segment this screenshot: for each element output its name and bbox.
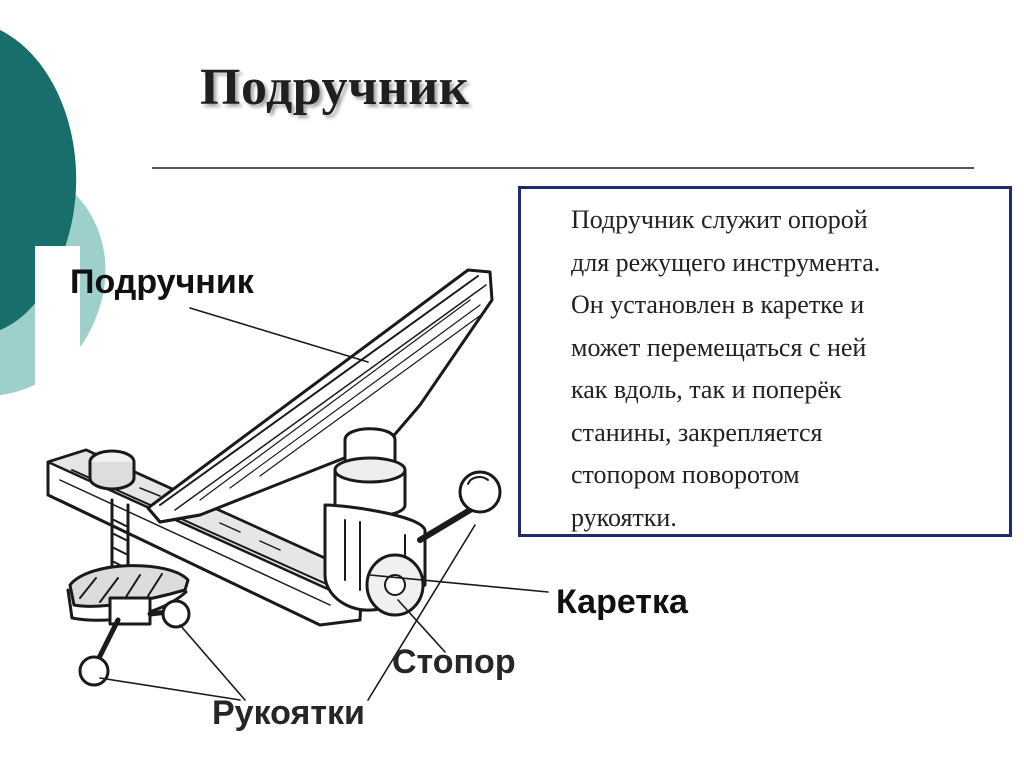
leader-lines (99, 307, 549, 701)
description-line: как вдоль, так и поперёк (571, 375, 842, 404)
description-text: Подручник служит опорой для режущего инс… (571, 199, 1001, 539)
description-line: станины, закрепляется (571, 417, 823, 447)
leader-karetka (369, 574, 549, 593)
description-line: Он установлен в каретке и (571, 290, 865, 319)
label-stopper: Стопор (392, 643, 516, 681)
leader-rukoyatki-2 (179, 624, 246, 701)
description-box: Подручник служит опорой для режущего инс… (518, 186, 1012, 537)
description-line: для режущего инструмента. (571, 247, 881, 277)
label-handles: Рукоятки (212, 694, 365, 732)
leader-stopor (397, 599, 446, 653)
tool-rest-blade (146, 268, 494, 524)
description-line: рукоятки. (571, 502, 677, 532)
bottom-clamp (66, 498, 190, 626)
carriage-body (323, 427, 427, 617)
description-line: Подручник служит опорой (571, 205, 868, 234)
leader-stopor-2 (367, 524, 476, 701)
label-tool-rest: Подручник (70, 263, 254, 301)
description-line: стопором поворотом (571, 460, 800, 489)
carriage-handle (417, 470, 502, 543)
slot-knob (88, 449, 136, 491)
slide-title: Подручник (200, 59, 470, 116)
label-carriage: Каретка (556, 583, 688, 621)
leader-rukoyatki-1 (99, 677, 241, 701)
description-line: может перемещаться с ней (571, 332, 867, 362)
white-notch (35, 246, 80, 400)
title-divider (152, 167, 974, 169)
corner-decoration (0, 30, 106, 400)
leader-podruchnik (189, 307, 369, 363)
left-handles (78, 599, 191, 687)
